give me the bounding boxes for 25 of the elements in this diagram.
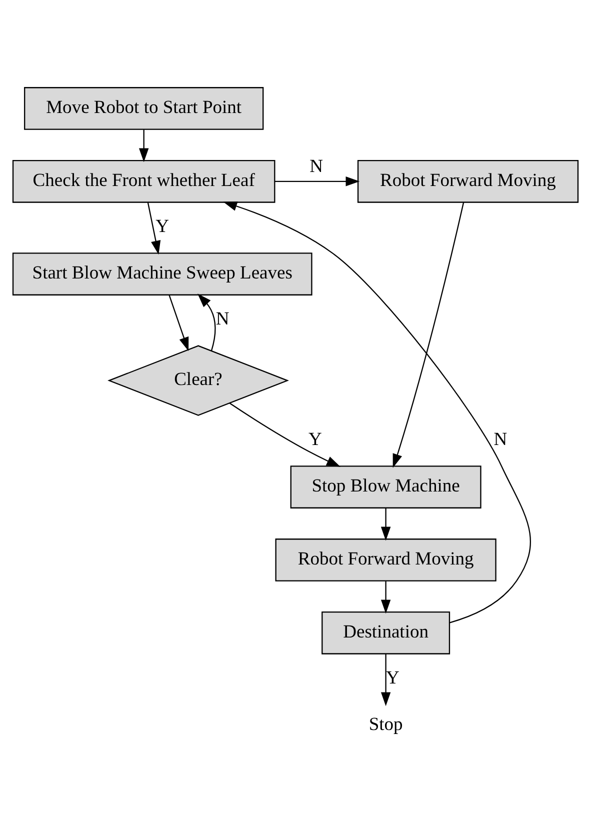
- node-diamond: Clear?: [108, 345, 289, 416]
- arrow: [198, 294, 216, 351]
- edge-label: Y: [156, 216, 170, 238]
- arrow: [380, 581, 391, 614]
- node-box: Destination: [322, 612, 450, 654]
- arrow: [380, 508, 391, 541]
- node-box: Check the Front whether Leaf: [12, 160, 276, 203]
- node-box: Robot Forward Moving: [275, 538, 496, 582]
- arrow: [229, 402, 341, 467]
- arrow: [147, 202, 161, 255]
- edge-label: N: [310, 156, 324, 177]
- edge-label: N: [494, 429, 508, 450]
- edge-label: N: [216, 308, 230, 330]
- arrow: [138, 130, 149, 162]
- arrow: [223, 201, 531, 624]
- arrow: [168, 295, 189, 352]
- arrow: [274, 176, 360, 186]
- edge-label: Y: [308, 429, 322, 450]
- node-box: Stop Blow Machine: [290, 466, 482, 508]
- node-box: Start Blow Machine Sweep Leaves: [12, 252, 312, 296]
- node-box: Move Robot to Start Point: [24, 87, 264, 130]
- arrow: [392, 202, 464, 468]
- arrow: [380, 654, 391, 706]
- node-box: Robot Forward Moving: [357, 160, 579, 203]
- node-text: Stop: [368, 714, 403, 735]
